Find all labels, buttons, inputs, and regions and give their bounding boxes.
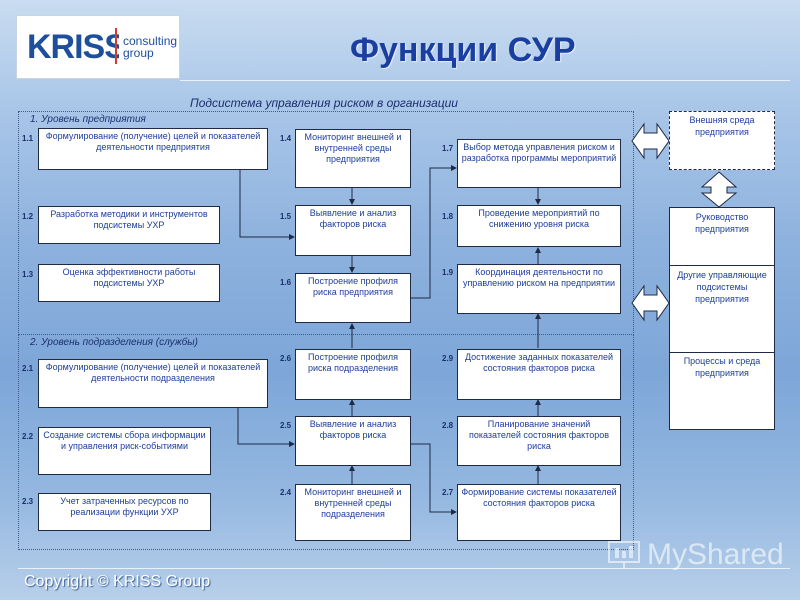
node-1.7-number: 1.7 — [442, 144, 454, 153]
node-2.9-text: Достижение заданных показателей состояни… — [464, 352, 614, 373]
node-1.1-number: 1.1 — [22, 134, 34, 143]
node-1.9-text: Координация деятельности по управлению р… — [462, 267, 616, 288]
node-1.5-number: 1.5 — [280, 212, 292, 221]
node-2.1: Формулирование (получение) целей и показ… — [38, 359, 268, 408]
svg-text:KRISS: KRISS — [27, 28, 119, 66]
node-1.5-text: Выявление и анализ факторов риска — [309, 208, 397, 229]
node-1.7: Выбор метода управления риском и разрабо… — [457, 139, 621, 188]
node-2.9: Достижение заданных показателей состояни… — [457, 349, 621, 400]
node-1.8: Проведение мероприятий по снижению уровн… — [457, 205, 621, 247]
node-1.4: Мониторинг внешней и внутренней среды пр… — [295, 129, 411, 188]
connector-1.1-1.5 — [239, 170, 295, 240]
node-1.5: Выявление и анализ факторов риска — [295, 205, 411, 256]
node-2.4-number: 2.4 — [280, 488, 292, 497]
connector-2.5-2.7 — [410, 443, 457, 515]
node-1.4-text: Мониторинг внешней и внутренней среды пр… — [304, 132, 402, 164]
connector-2.1-2.5 — [237, 408, 295, 447]
node-2.6: Построение профиля риска подразделения — [295, 349, 411, 400]
external-environment-text: Внешняя среда предприятия — [689, 115, 755, 137]
node-2.4-text: Мониторинг внешней и внутренней среды по… — [304, 487, 402, 519]
footer-divider — [18, 568, 790, 569]
level2-label: 2. Уровень подразделения (службы) — [30, 337, 198, 348]
node-2.6-number: 2.6 — [280, 354, 292, 363]
node-2.8: Планирование значений показателей состоя… — [457, 416, 621, 466]
watermark-text: MyShared — [647, 538, 784, 571]
node-1.2: Разработка методики и инструментов подси… — [38, 206, 220, 244]
node-1.7-text: Выбор метода управления риском и разрабо… — [461, 142, 617, 163]
node-2.5: Выявление и анализ факторов риска — [295, 416, 411, 466]
node-1.8-text: Проведение мероприятий по снижению уровн… — [478, 208, 600, 229]
level2-frame — [18, 334, 634, 550]
node-2.7-text: Формирование системы показателей состоян… — [461, 487, 617, 508]
node-1.8-number: 1.8 — [442, 212, 454, 221]
node-2.8-text: Планирование значений показателей состоя… — [468, 419, 609, 451]
node-2.6-text: Построение профиля риска подразделения — [307, 352, 399, 373]
node-1.6-number: 1.6 — [280, 278, 292, 287]
logo-text: consulting group — [123, 35, 177, 59]
node-2.2-number: 2.2 — [22, 432, 34, 441]
node-1.9: Координация деятельности по управлению р… — [457, 264, 621, 314]
node-1.4-number: 1.4 — [280, 134, 292, 143]
node-2.3-text: Учет затраченных ресурсов по реализации … — [60, 496, 189, 517]
node-1.2-text: Разработка методики и инструментов подси… — [50, 209, 208, 230]
node-1.3-text: Оценка эффективности работы подсистемы У… — [62, 267, 196, 288]
subsystem-label: Подсистема управления риском в организац… — [190, 96, 458, 110]
node-1.1: Формулирование (получение) целей и показ… — [38, 128, 268, 170]
presentation-icon — [608, 541, 640, 568]
node-1.6: Построение профиля риска предприятия — [295, 273, 411, 323]
node-2.9-number: 2.9 — [442, 354, 454, 363]
node-1.3-number: 1.3 — [22, 270, 34, 279]
node-2.4: Мониторинг внешней и внутренней среды по… — [295, 484, 411, 541]
node-1.3: Оценка эффективности работы подсистемы У… — [38, 264, 220, 302]
other-subsystems-text: Другие управляющие подсистемы предприяти… — [677, 270, 767, 304]
node-1.2-number: 1.2 — [22, 212, 34, 221]
copyright-text: Copyright © KRISS Group — [24, 573, 211, 590]
level1-label: 1. Уровень предприятия — [30, 114, 146, 125]
node-1.6-text: Построение профиля риска предприятия — [307, 276, 399, 297]
processes-box: Процессы и среда предприятия — [669, 352, 775, 430]
node-2.3: Учет затраченных ресурсов по реализации … — [38, 493, 211, 531]
other-subsystems-box: Другие управляющие подсистемы предприяти… — [669, 265, 775, 353]
node-2.7-number: 2.7 — [442, 488, 454, 497]
double-arrow-other — [631, 284, 670, 322]
external-environment-box: Внешняя среда предприятия — [669, 111, 775, 170]
node-2.1-number: 2.1 — [22, 364, 34, 373]
management-text: Руководство предприятия — [695, 212, 749, 234]
node-2.2-text: Создание системы сбора информации и упра… — [43, 430, 206, 451]
kriss-logo-icon: KRISS — [27, 28, 119, 66]
node-1.1-text: Формулирование (получение) целей и показ… — [45, 131, 261, 152]
node-2.1-text: Формулирование (получение) целей и показ… — [45, 362, 261, 383]
node-2.7: Формирование системы показателей состоян… — [457, 484, 621, 541]
node-1.9-number: 1.9 — [442, 268, 454, 277]
company-logo: KRISS consulting group — [16, 15, 180, 79]
node-2.5-text: Выявление и анализ факторов риска — [309, 419, 397, 440]
node-2.3-number: 2.3 — [22, 497, 34, 506]
double-arrow-vertical — [700, 171, 738, 208]
slide-title: Функции СУР — [350, 31, 576, 69]
logo-line2: group — [123, 46, 154, 60]
logo-line1: consulting — [123, 34, 178, 48]
node-2.2: Создание системы сбора информации и упра… — [38, 427, 211, 475]
connector-1.6-1.7 — [410, 165, 457, 299]
processes-text: Процессы и среда предприятия — [683, 356, 761, 378]
double-arrow-external — [631, 122, 670, 160]
management-box: Руководство предприятия — [669, 207, 775, 266]
node-2.8-number: 2.8 — [442, 421, 454, 430]
node-2.5-number: 2.5 — [280, 421, 292, 430]
title-divider — [180, 80, 790, 81]
